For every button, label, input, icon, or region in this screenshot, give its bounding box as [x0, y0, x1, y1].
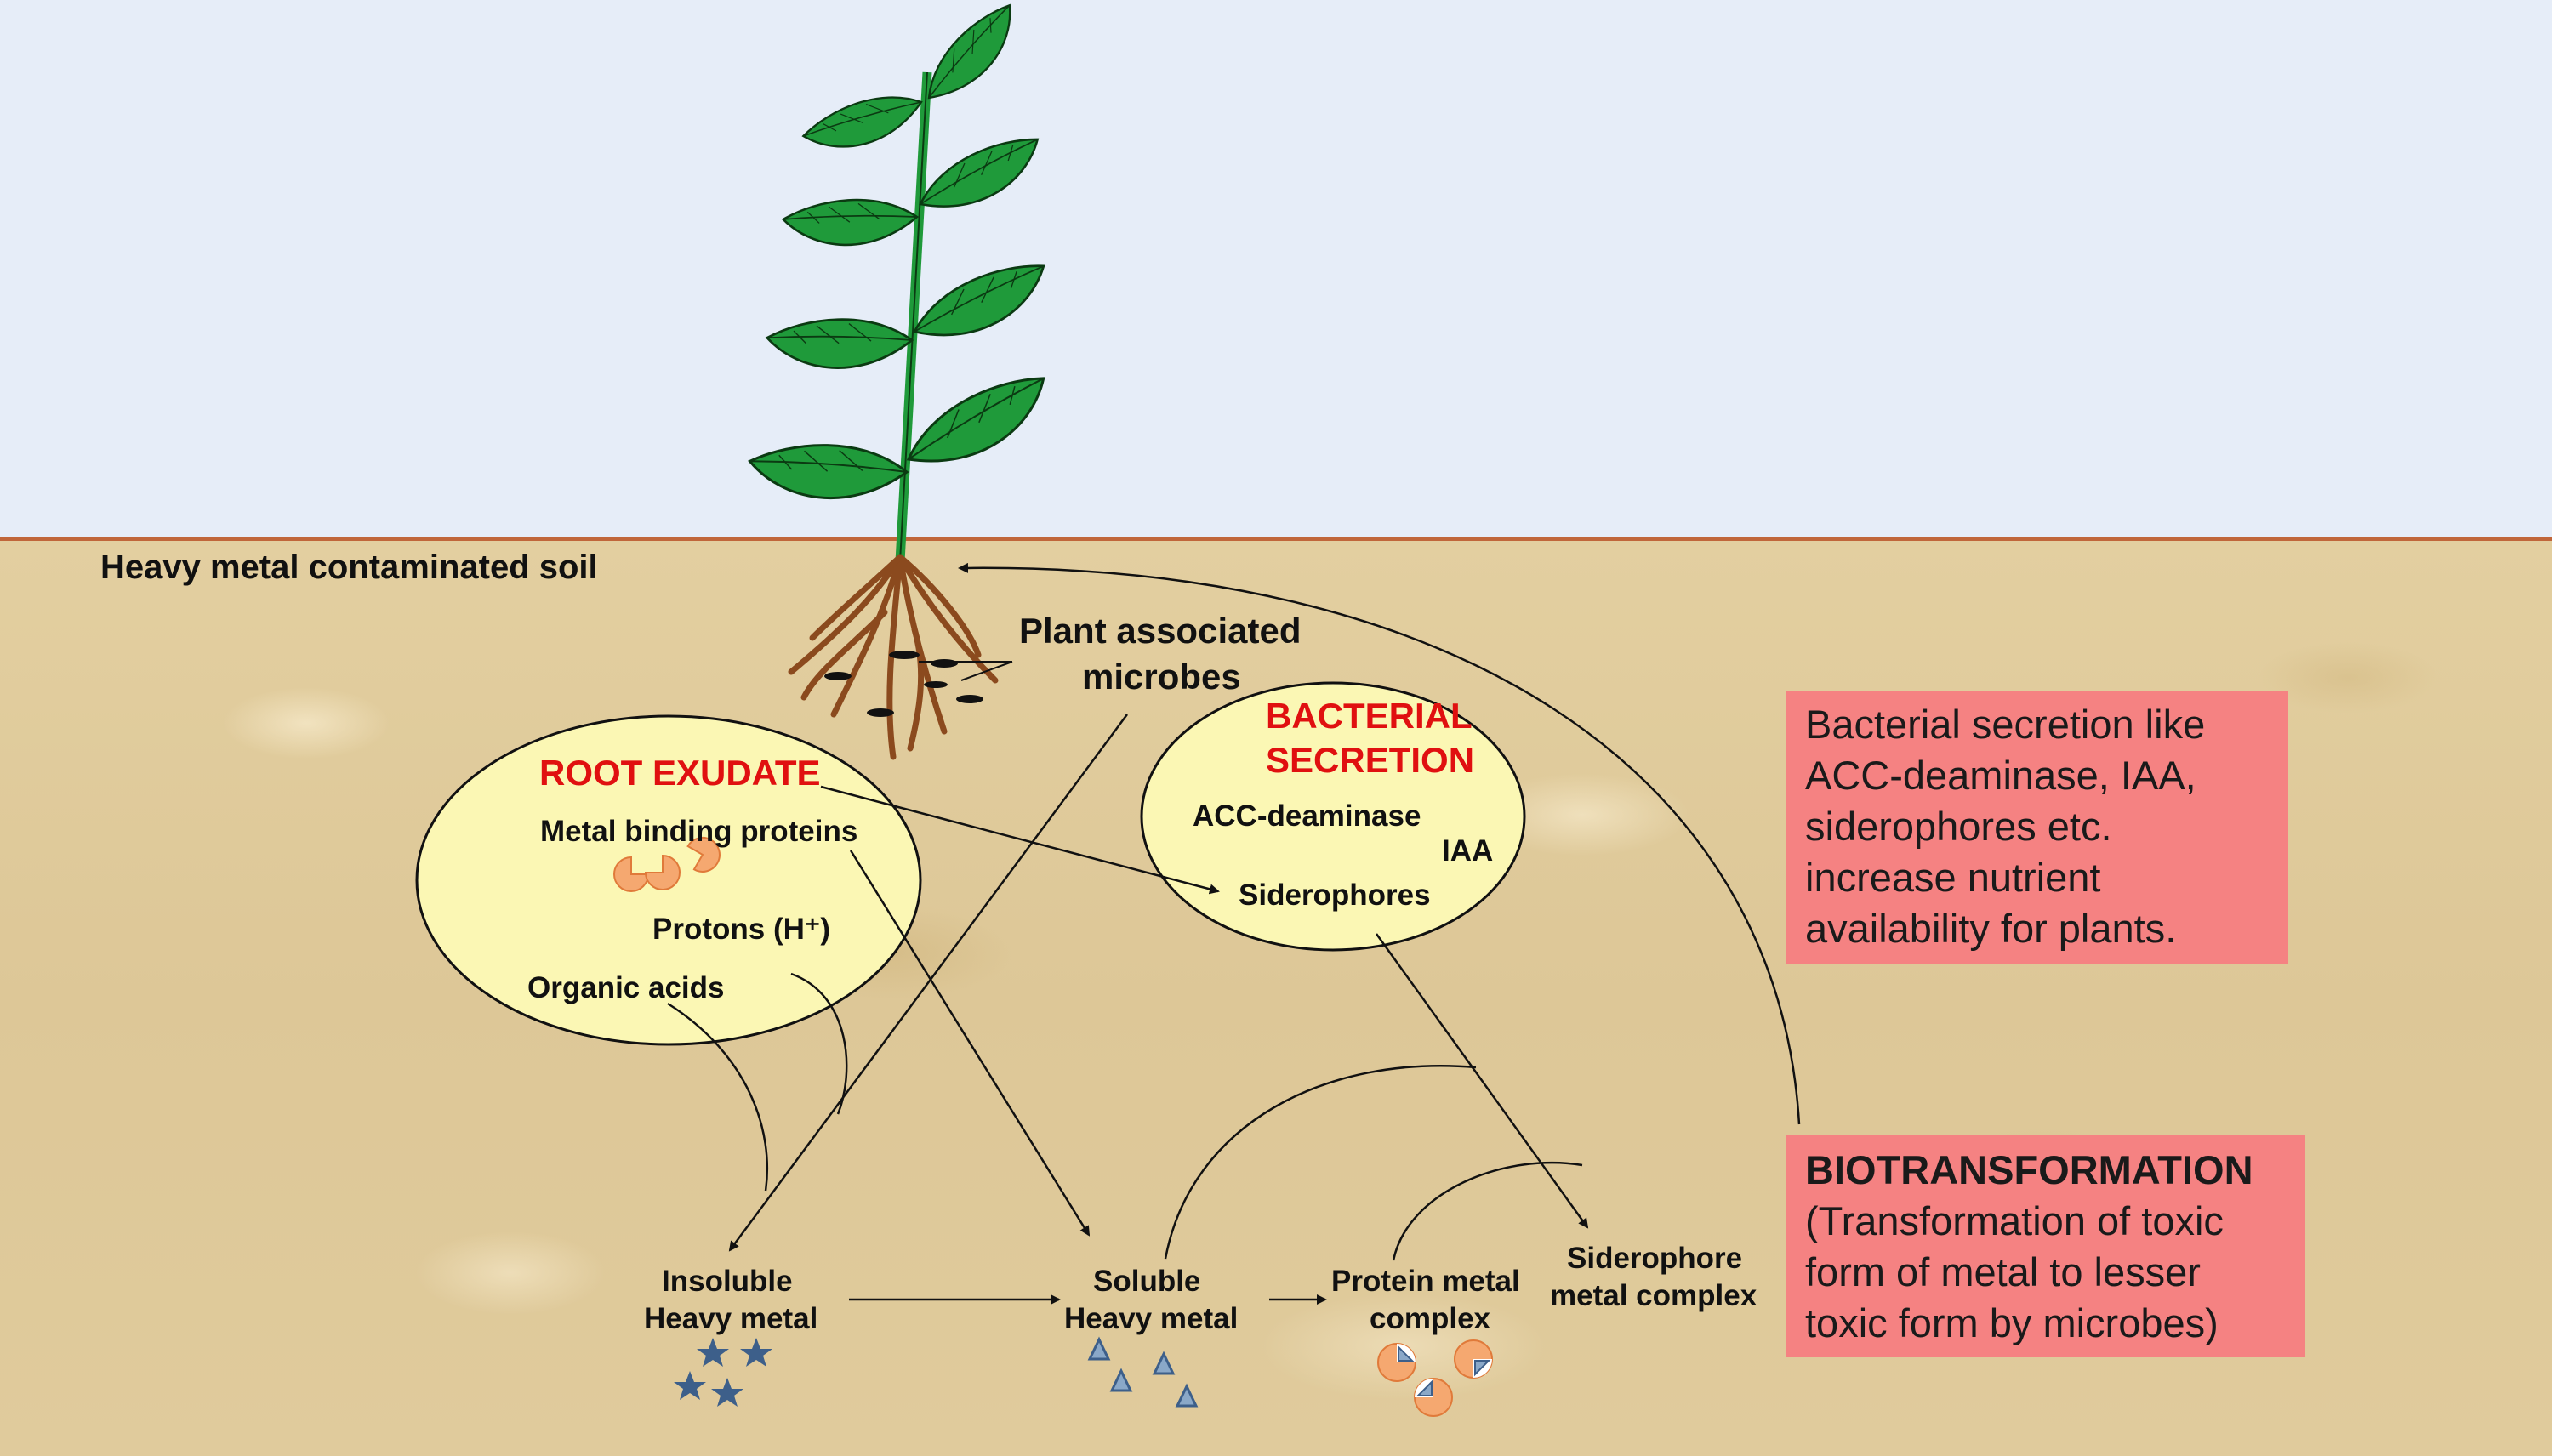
biotransformation-line-1: (Transformation of toxic — [1805, 1198, 2224, 1243]
soluble-label-line2: Heavy metal — [1064, 1302, 1239, 1335]
iaa-label: IAA — [1442, 834, 1494, 867]
biotransformation-line-2: form of metal to lesser — [1805, 1249, 2201, 1294]
metal-binding-protein-icons — [613, 836, 721, 892]
sky-background — [0, 0, 2552, 540]
info-line-4: increase nutrient — [1805, 855, 2101, 900]
info-line-3: siderophores etc. — [1805, 804, 2112, 849]
protein-complex-label-line1: Protein metal — [1331, 1265, 1520, 1298]
info-line-2: ACC-deaminase, IAA, — [1805, 753, 2196, 798]
root-microbes — [824, 651, 983, 717]
soluble-metal-triangles — [1087, 1336, 1199, 1408]
acc-deaminase-label: ACC-deaminase — [1193, 799, 1421, 833]
plant-roots — [788, 554, 999, 760]
siderophore-complex-label-line2: metal complex — [1550, 1279, 1757, 1312]
siderophore-complex-label-line1: Siderophore — [1567, 1242, 1743, 1275]
nutrient-info-box: Bacterial secretion like ACC-deaminase, … — [1786, 691, 2288, 964]
protons-label: Protons (H⁺) — [652, 913, 831, 946]
protein-metal-complex-icons — [1377, 1339, 1493, 1417]
insoluble-label-line2: Heavy metal — [644, 1302, 818, 1335]
info-line-5: availability for plants. — [1805, 906, 2177, 951]
biotransformation-title: BIOTRANSFORMATION — [1805, 1147, 2253, 1192]
root-exudate-title: ROOT EXUDATE — [539, 753, 821, 793]
siderophores-label: Siderophores — [1239, 879, 1431, 912]
insoluble-label-line1: Insoluble — [662, 1265, 793, 1298]
soil-label: Heavy metal contaminated soil — [100, 549, 598, 586]
insoluble-metal-stars — [674, 1338, 772, 1407]
soil-surface-line — [0, 537, 2552, 541]
biotransformation-line-3: toxic form by microbes) — [1805, 1300, 2219, 1345]
microbes-label-line2: microbes — [1082, 657, 1241, 697]
info-line-1: Bacterial secretion like — [1805, 702, 2206, 747]
organic-acids-label: Organic acids — [527, 971, 725, 1004]
metal-binding-proteins-label: Metal binding proteins — [540, 815, 858, 848]
bacterial-secretion-ellipse — [1140, 681, 1526, 952]
bacterial-secretion-title-line2: SECRETION — [1266, 740, 1475, 780]
feedback-arrow — [958, 562, 1801, 1125]
biotransformation-box: BIOTRANSFORMATION (Transformation of tox… — [1786, 1135, 2305, 1357]
protein-complex-label-line2: complex — [1370, 1302, 1490, 1335]
bacterial-secretion-title-line1: BACTERIAL — [1266, 696, 1473, 736]
soluble-label-line1: Soluble — [1093, 1265, 1201, 1298]
microbes-label-line1: Plant associated — [1019, 611, 1302, 651]
